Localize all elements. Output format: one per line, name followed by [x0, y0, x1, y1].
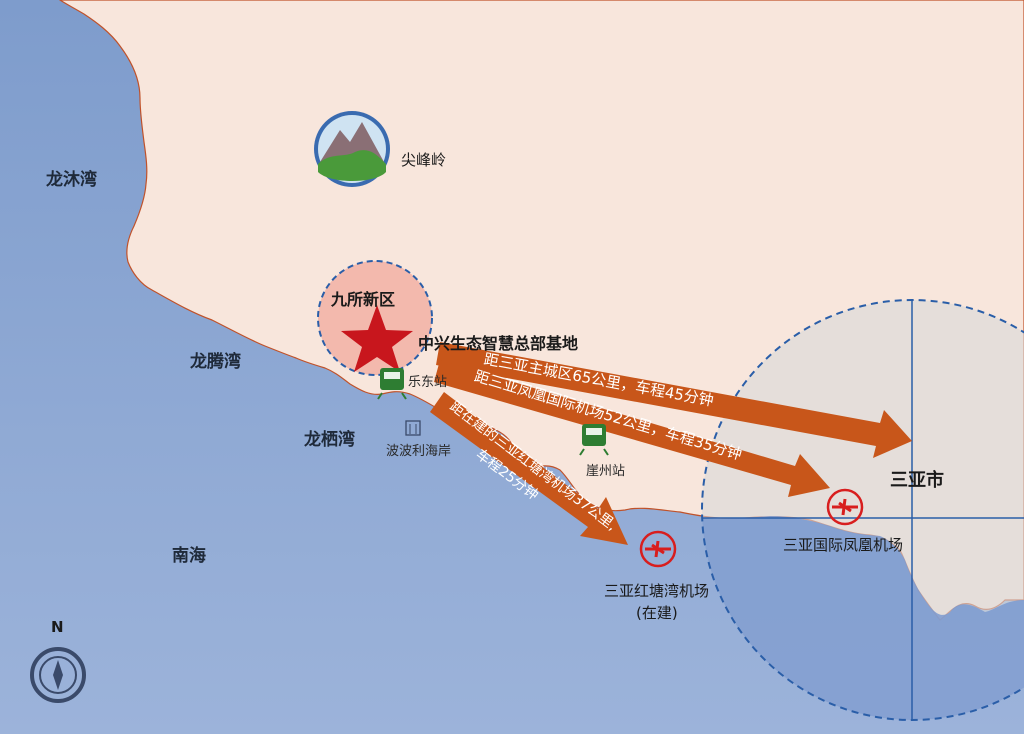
- label-jianfengling: 尖峰岭: [401, 151, 447, 169]
- label-phoenix-airport: 三亚国际凤凰机场: [783, 536, 904, 554]
- label-yazhou-station: 崖州站: [586, 464, 626, 479]
- airport-icon-hongtangwan: [639, 530, 677, 568]
- label-north: N: [51, 618, 64, 636]
- building-icon: [405, 420, 421, 436]
- train-icon-ledong: [377, 368, 407, 400]
- arrow-to-sanya-city: [436, 342, 912, 458]
- label-hongtangwan-airport: 三亚红塘湾机场: [604, 582, 710, 600]
- label-jiusuo-district: 九所新区: [331, 290, 396, 309]
- train-icon-yazhou: [579, 424, 609, 456]
- arrow-to-hongtangwan-airport: [430, 392, 628, 545]
- label-zhongxing-hq: 中兴生态智慧总部基地: [418, 334, 579, 353]
- compass-icon: [30, 647, 86, 703]
- label-longteng-bay: 龙腾湾: [190, 352, 241, 372]
- arrow-to-phoenix-airport: [434, 360, 830, 497]
- label-bobolihaian: 波波利海岸: [386, 444, 452, 459]
- label-longqi-bay: 龙栖湾: [304, 430, 355, 450]
- label-hongtangwan-note: (在建): [636, 604, 678, 622]
- label-longmu-bay: 龙沐湾: [46, 170, 97, 190]
- label-south-sea: 南海: [172, 546, 206, 566]
- star-icon: [341, 305, 413, 372]
- label-ledong-station: 乐东站: [408, 375, 448, 390]
- mountain-icon: [314, 111, 390, 187]
- label-sanya-city: 三亚市: [890, 470, 944, 491]
- airport-icon-phoenix: [826, 488, 864, 526]
